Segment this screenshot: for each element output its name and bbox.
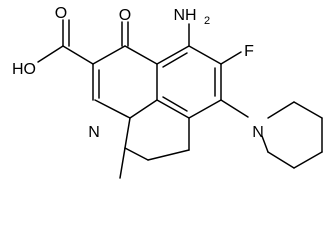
bond: [156, 99, 190, 119]
amino-subscript: 2: [204, 15, 210, 27]
bond: [124, 147, 149, 161]
bond: [267, 151, 295, 169]
hydroxyl-label: HO: [12, 61, 36, 78]
bond: [293, 151, 323, 169]
bond: [220, 51, 242, 65]
bond: [147, 149, 190, 161]
molecule-structure: O O HO NH 2 F N N: [12, 5, 323, 179]
bond: [92, 45, 126, 65]
bond: [124, 117, 131, 149]
fluorine-label: F: [244, 43, 254, 60]
bond: [62, 45, 94, 65]
bond: [293, 101, 323, 119]
bond: [37, 45, 64, 63]
bond: [162, 52, 188, 68]
bond: [124, 45, 158, 65]
piperidine-nitrogen-label: N: [252, 124, 264, 141]
carboxyl-oxygen-label: O: [55, 5, 67, 22]
amino-label: NH: [173, 7, 196, 24]
molecule-canvas: O O HO NH 2 F N N: [12, 5, 323, 179]
bond: [267, 101, 295, 119]
bond: [94, 99, 131, 119]
bond: [188, 99, 222, 119]
bond: [129, 99, 158, 119]
bond: [156, 45, 190, 65]
bond: [119, 147, 126, 179]
ketone-oxygen-label: O: [119, 7, 131, 24]
bond: [162, 96, 188, 112]
ring-nitrogen-label: N: [88, 124, 100, 141]
bond: [188, 45, 222, 65]
bond: [261, 135, 269, 153]
bond: [220, 99, 249, 118]
